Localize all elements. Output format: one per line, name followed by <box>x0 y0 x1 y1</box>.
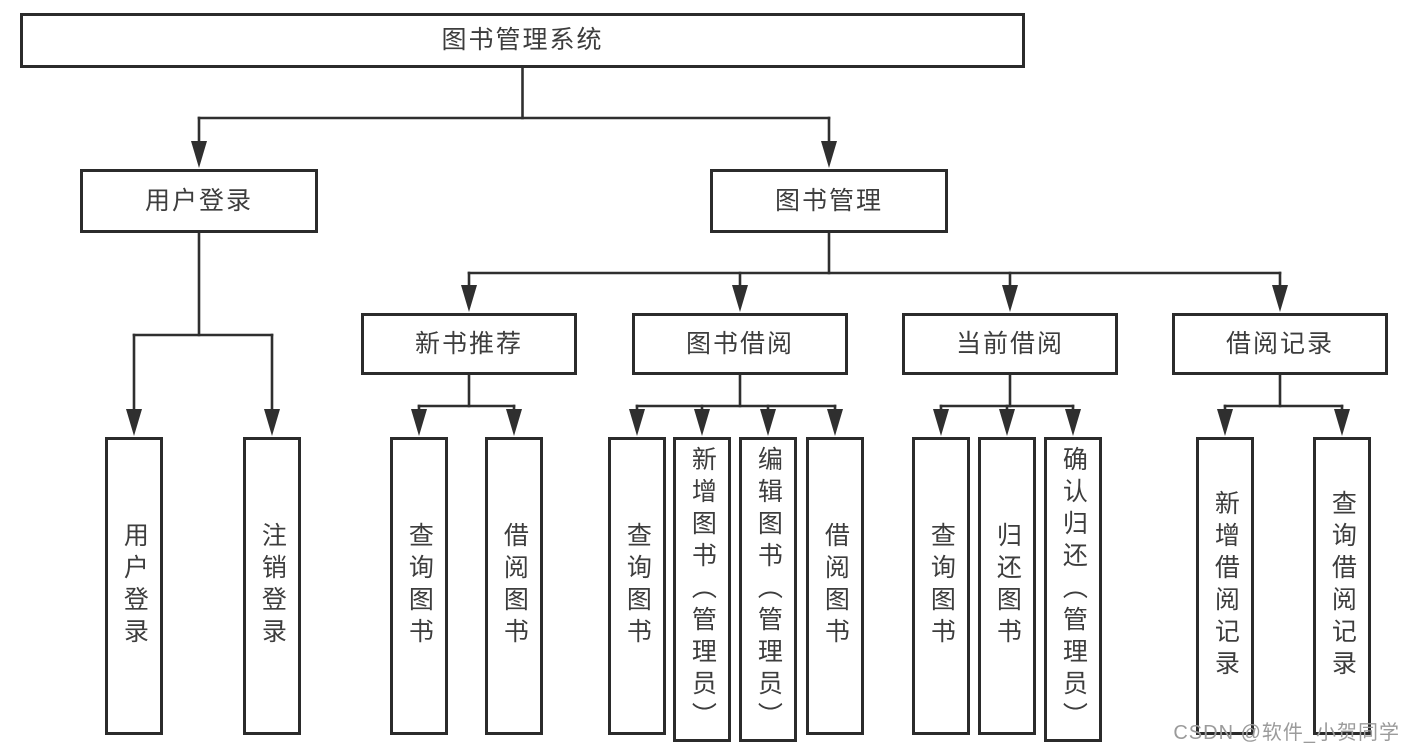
node-user-login-action: 用户登录 <box>105 437 163 735</box>
node-book-borrowing: 图书借阅 <box>632 313 848 375</box>
node-add-book-admin: 新增图书（管理员） <box>673 437 731 742</box>
node-query-borrow-record: 查询借阅记录 <box>1313 437 1371 735</box>
node-query-book: 查询图书 <box>608 437 666 735</box>
node-logout-action: 注销登录 <box>243 437 301 735</box>
node-borrow-book: 借阅图书 <box>806 437 864 735</box>
node-user-login: 用户登录 <box>80 169 318 233</box>
node-borrow-records: 借阅记录 <box>1172 313 1388 375</box>
node-current-borrowing: 当前借阅 <box>902 313 1118 375</box>
node-confirm-return-admin: 确认归还（管理员） <box>1044 437 1102 742</box>
node-add-borrow-record: 新增借阅记录 <box>1196 437 1254 735</box>
node-new-book-recommend: 新书推荐 <box>361 313 577 375</box>
node-return-book: 归还图书 <box>978 437 1036 735</box>
node-edit-book-admin: 编辑图书（管理员） <box>739 437 797 742</box>
node-library-management-system: 图书管理系统 <box>20 13 1025 68</box>
node-borrow-book: 借阅图书 <box>485 437 543 735</box>
csdn-watermark: CSDN @软件_小贺同学 <box>1173 722 1400 744</box>
node-book-management: 图书管理 <box>710 169 948 233</box>
node-query-book: 查询图书 <box>912 437 970 735</box>
node-query-book: 查询图书 <box>390 437 448 735</box>
